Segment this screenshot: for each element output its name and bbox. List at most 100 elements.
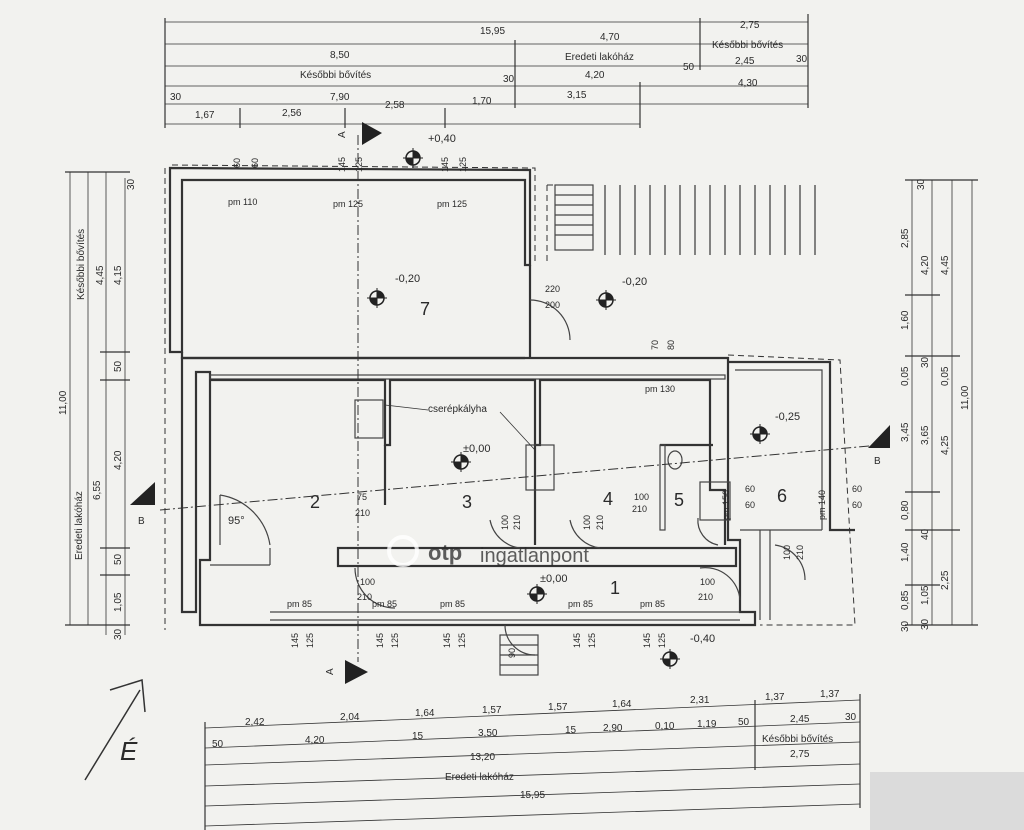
window-mark: 70 (650, 340, 660, 350)
section-a-bottom-label: A (325, 668, 336, 675)
dim-left-655: 6,55 (92, 480, 103, 500)
otp-logo-icon (387, 535, 419, 567)
dim-left-label-original: Eredeti lakóház (74, 491, 85, 560)
door-label: 100 (360, 577, 375, 587)
room-numbers: 7 2 3 4 5 6 1 (310, 299, 787, 598)
window-label: pm 85 (287, 599, 312, 609)
dim-right-30b: 30 (900, 620, 911, 632)
section-b-right-label: B (874, 456, 881, 467)
dim-bot-label-original: Eredeti lakóház (445, 772, 514, 783)
door-label: 210 (512, 515, 522, 530)
dim-right-105: 1,05 (920, 585, 931, 605)
section-b-left-label: B (138, 516, 145, 527)
level-label: -0,20 (622, 276, 647, 288)
dim-right-085: 0,85 (900, 590, 911, 610)
window-mark: 145 (642, 633, 652, 648)
dim-bot-290: 2,90 (603, 723, 623, 734)
window-label: pm 85 (640, 599, 665, 609)
dim-left-30a: 30 (126, 178, 137, 190)
door-label: 90 (507, 648, 517, 658)
room-number-1: 1 (610, 578, 620, 598)
dim-bot-231: 2,31 (690, 695, 710, 706)
dim-right-1100: 11,00 (960, 385, 971, 410)
door-label: 100 (634, 492, 649, 502)
window-label: pm 125 (333, 199, 363, 209)
door-label: 100 (782, 545, 792, 560)
window-label: pm 110 (228, 197, 257, 207)
dim-top-258: 2,58 (385, 100, 405, 111)
dim-bot-157a: 1,57 (482, 705, 502, 716)
window-label: pm 130 (645, 384, 675, 394)
watermark: otp ingatlanpont (387, 535, 589, 567)
dim-bot-245: 2,45 (790, 714, 810, 725)
top-dimensions: 15,95 4,70 2,75 8,50 Eredeti lakóház Kés… (164, 14, 809, 128)
dim-right-005b: 0,05 (940, 366, 951, 386)
dim-right-30a: 30 (916, 178, 927, 190)
dim-right-345: 3,45 (900, 422, 911, 442)
bottom-dimensions: 2,42 2,04 1,64 1,57 1,57 1,64 2,31 1,37 … (204, 689, 861, 830)
window-label: pm 150 (721, 490, 731, 520)
room-number-7: 7 (420, 299, 430, 319)
window-mark: 145 (337, 157, 347, 172)
dim-bot-242: 2,42 (245, 717, 265, 728)
level-marker-icon (596, 290, 616, 310)
level-marker-icon (750, 424, 770, 444)
dim-right-40: 40 (920, 528, 931, 540)
dim-bot-50a: 50 (212, 739, 224, 750)
dim-right-420: 4,20 (920, 255, 931, 275)
level-label: -0,40 (690, 633, 715, 645)
section-a-bottom-arrow (345, 660, 368, 684)
door-label: 60 (745, 500, 755, 510)
dim-bot-164b: 1,64 (612, 699, 632, 710)
door-label: 210 (698, 592, 713, 602)
dim-top-total: 15,95 (480, 26, 505, 37)
window-mark: 145 (440, 157, 450, 172)
window-mark: 60 (250, 158, 260, 168)
window-label: pm 140 (817, 490, 827, 520)
window-mark: 125 (354, 157, 364, 172)
window-label: pm 85 (568, 599, 593, 609)
level-label: +0,40 (428, 133, 456, 145)
window-label: pm 125 (437, 199, 467, 209)
dim-top-30c: 30 (170, 92, 182, 103)
door-label: 75 (357, 492, 367, 502)
door-label: 210 (632, 504, 647, 514)
dim-right-080: 0,80 (900, 500, 911, 520)
door-label: 200 (545, 300, 560, 310)
door-label: 210 (795, 545, 805, 560)
window-mark: 145 (572, 633, 582, 648)
left-dimensions: 11,00 Eredeti lakóház Későbbi bővítés 6,… (58, 171, 137, 640)
room-number-4: 4 (603, 489, 613, 509)
dim-bot-137a: 1,37 (765, 692, 785, 703)
dim-right-140: 1,40 (900, 542, 911, 562)
dim-bot-30: 30 (845, 712, 857, 723)
dim-left-label-ext: Későbbi bővítés (76, 229, 87, 300)
window-mark: 125 (390, 633, 400, 648)
dim-left-105: 1,05 (113, 592, 124, 612)
door-label: 100 (500, 515, 510, 530)
room-number-6: 6 (777, 486, 787, 506)
dim-bot-1320: 13,20 (470, 752, 495, 763)
dim-bot-137b: 1,37 (820, 689, 840, 700)
door-label: 210 (355, 508, 370, 518)
dim-bot-204: 2,04 (340, 712, 360, 723)
window-mark: 145 (290, 633, 300, 648)
door-labels: 220 200 75 210 100 210 100 210 100 210 6… (355, 284, 862, 658)
dim-right-30d: 30 (920, 618, 931, 630)
dim-bot-label-ext: Későbbi bővítés (762, 734, 833, 745)
right-dimensions: 30 2,85 1,60 0,05 3,45 0,80 1,40 0,85 30… (900, 178, 978, 632)
window-mark: 80 (666, 340, 676, 350)
watermark-text: ingatlanpont (480, 545, 589, 567)
dim-top-850: 8,50 (330, 50, 350, 61)
dim-bot-15a: 15 (412, 731, 424, 742)
dim-right-445: 4,45 (940, 255, 951, 275)
dim-top-430: 4,30 (738, 78, 758, 89)
level-marker-icon (527, 584, 547, 604)
level-label: -0,20 (395, 273, 420, 285)
dim-right-005a: 0,05 (900, 366, 911, 386)
door-label: 220 (545, 284, 560, 294)
dim-top-label-ext: Későbbi bővítés (712, 40, 783, 51)
dim-top-790: 7,90 (330, 92, 350, 103)
dim-right-160: 1,60 (900, 310, 911, 330)
